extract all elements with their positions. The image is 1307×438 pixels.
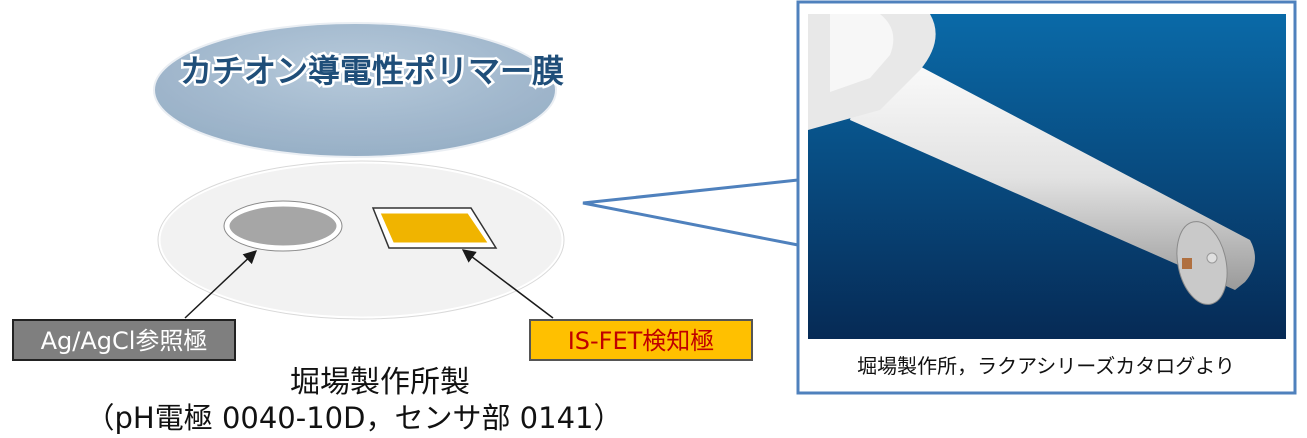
isfet-electrode: [373, 208, 497, 248]
tip-isfet-chip: [1182, 258, 1192, 269]
reference-label-box: [12, 319, 236, 361]
reference-arrow: [184, 250, 257, 319]
isfet-arrow: [461, 249, 554, 319]
electrode-tip: [1176, 221, 1228, 305]
maker-line-1: 堀場製作所製: [290, 365, 470, 400]
photo-caption: 堀場製作所，ラクアシリーズカタログより: [857, 354, 1235, 378]
tip-reference-port: [1206, 252, 1218, 264]
callout-pointer: [582, 178, 799, 247]
sensing-electrode-label: IS-FET検知極: [568, 327, 715, 355]
maker-line-2: （pH電極 0040-10D，センサ部 0141）: [86, 401, 623, 435]
polymer-membrane: [153, 22, 557, 158]
reference-electrode: [224, 201, 342, 251]
reference-electrode-label: Ag/AgCl参照極: [41, 327, 208, 355]
isfet-label-box: [529, 319, 753, 361]
membrane-label: カチオン導電性ポリマー膜: [180, 52, 564, 90]
electrode-photo: [808, 14, 1286, 339]
sensor-base-disk: [157, 160, 565, 320]
